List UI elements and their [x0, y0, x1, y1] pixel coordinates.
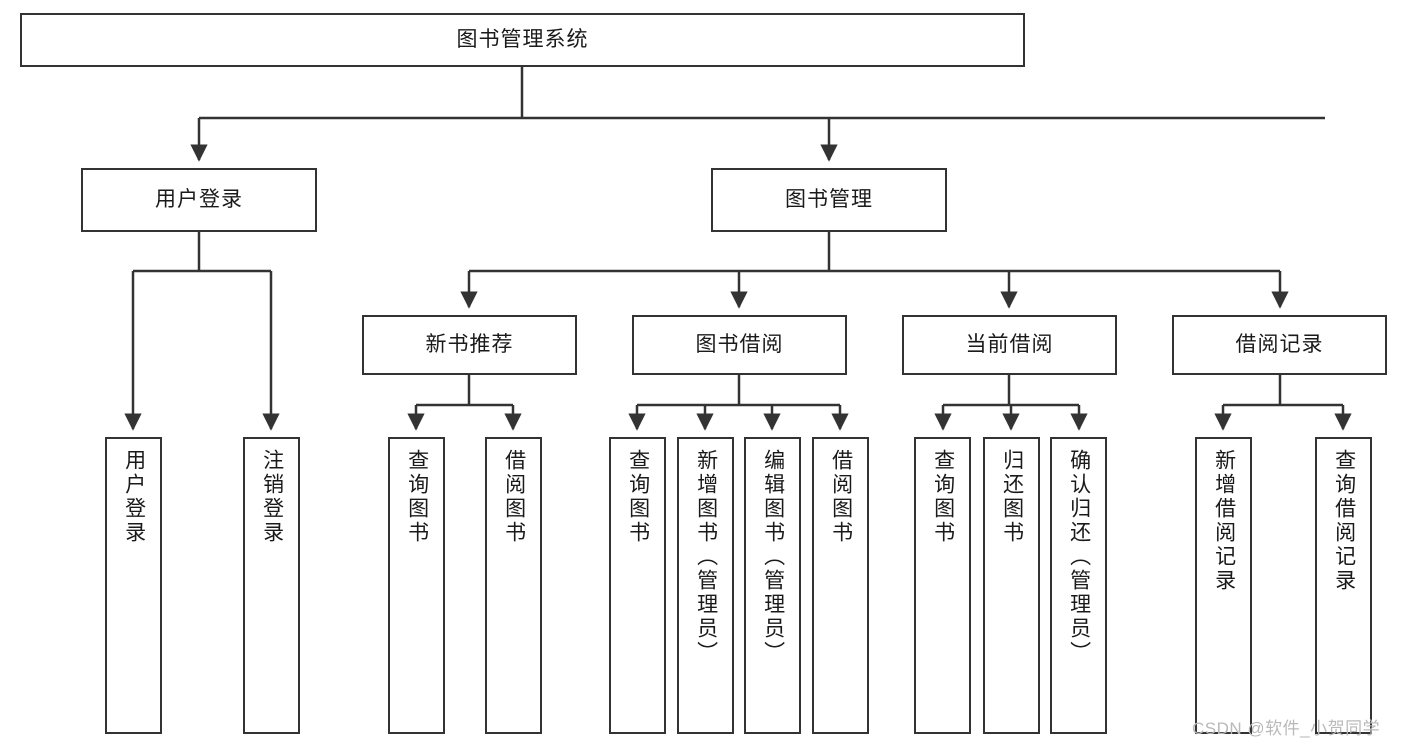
- leaf-current-return-book[interactable]: 归还图书: [983, 437, 1040, 734]
- node-root-label: 图书管理系统: [456, 27, 589, 51]
- leaf-user-logout-label: 注销登录: [260, 449, 284, 545]
- node-book-management-label: 图书管理: [785, 187, 873, 211]
- leaf-records-query-record[interactable]: 查询借阅记录: [1315, 437, 1372, 734]
- leaf-borrow-lend-book-label: 借阅图书: [829, 449, 853, 545]
- leaf-borrow-edit-book[interactable]: 编辑图书（管理员）: [744, 437, 801, 734]
- node-borrow-records-label: 借阅记录: [1235, 332, 1324, 356]
- node-new-book-recommend-label: 新书推荐: [425, 332, 514, 356]
- leaf-borrow-edit-book-label: 编辑图书（管理员）: [761, 449, 785, 665]
- leaf-newbook-borrow-book-label: 借阅图书: [502, 449, 526, 545]
- leaf-borrow-query-book-label: 查询图书: [626, 449, 650, 545]
- leaf-current-confirm-return[interactable]: 确认归还（管理员）: [1050, 437, 1107, 734]
- node-current-borrow[interactable]: 当前借阅: [902, 315, 1117, 375]
- leaf-current-confirm-return-label: 确认归还（管理员）: [1067, 449, 1091, 665]
- leaf-newbook-query-book-label: 查询图书: [405, 449, 429, 545]
- node-book-borrow-label: 图书借阅: [695, 332, 784, 356]
- leaf-current-query-book[interactable]: 查询图书: [914, 437, 971, 734]
- node-new-book-recommend[interactable]: 新书推荐: [362, 315, 577, 375]
- node-user-login-label: 用户登录: [155, 187, 243, 211]
- node-current-borrow-label: 当前借阅: [965, 332, 1054, 356]
- leaf-current-query-book-label: 查询图书: [931, 449, 955, 545]
- leaf-borrow-query-book[interactable]: 查询图书: [609, 437, 666, 734]
- leaf-current-return-book-label: 归还图书: [1000, 449, 1024, 545]
- node-root[interactable]: 图书管理系统: [20, 13, 1025, 67]
- leaf-borrow-lend-book[interactable]: 借阅图书: [812, 437, 869, 734]
- node-book-borrow[interactable]: 图书借阅: [632, 315, 847, 375]
- leaf-user-login-label: 用户登录: [122, 449, 146, 545]
- leaf-user-logout[interactable]: 注销登录: [243, 437, 300, 734]
- node-user-login[interactable]: 用户登录: [81, 168, 317, 232]
- leaf-records-add-record-label: 新增借阅记录: [1212, 449, 1236, 593]
- leaf-records-query-record-label: 查询借阅记录: [1332, 449, 1356, 593]
- leaf-user-login[interactable]: 用户登录: [105, 437, 162, 734]
- leaf-borrow-add-book[interactable]: 新增图书（管理员）: [677, 437, 734, 734]
- leaf-borrow-add-book-label: 新增图书（管理员）: [694, 449, 718, 665]
- node-borrow-records[interactable]: 借阅记录: [1172, 315, 1387, 375]
- node-book-management[interactable]: 图书管理: [711, 168, 947, 232]
- leaf-newbook-query-book[interactable]: 查询图书: [388, 437, 445, 734]
- leaf-newbook-borrow-book[interactable]: 借阅图书: [485, 437, 542, 734]
- leaf-records-add-record[interactable]: 新增借阅记录: [1195, 437, 1252, 734]
